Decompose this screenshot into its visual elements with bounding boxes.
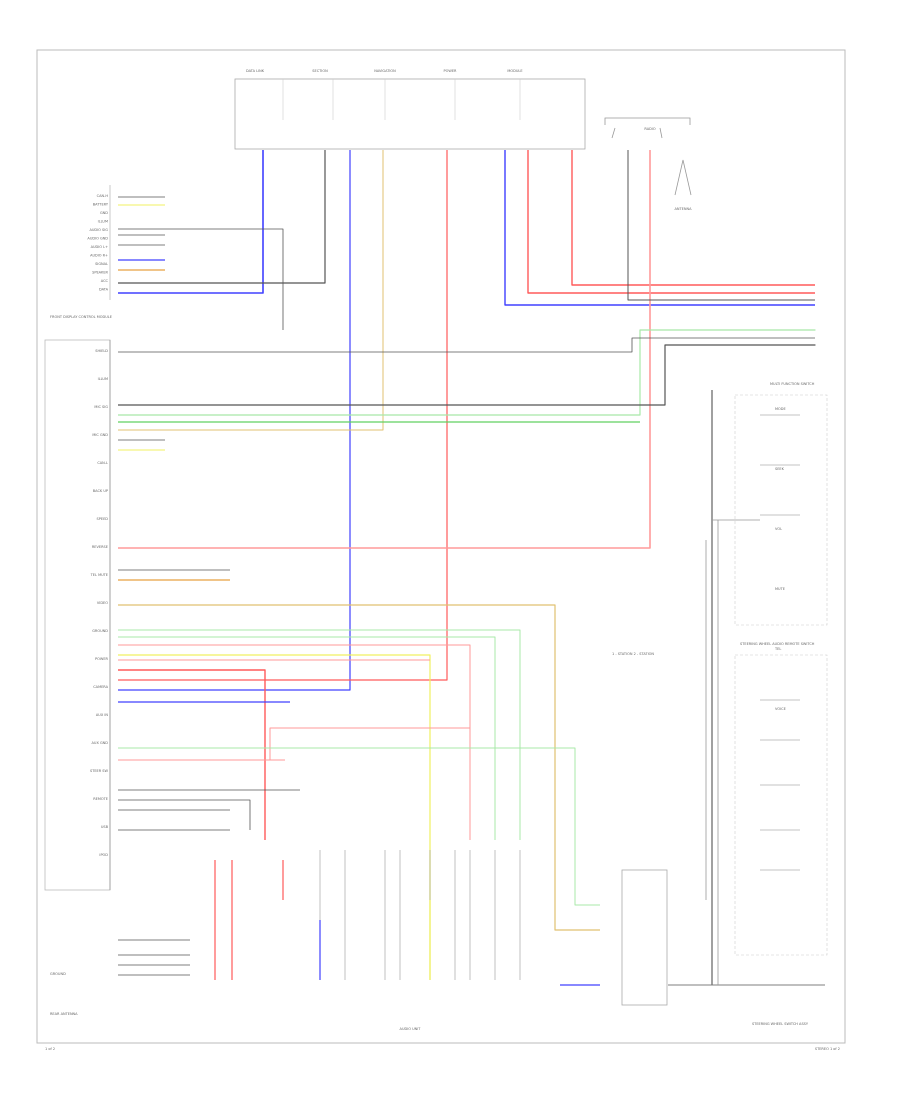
wire-gray-low2 xyxy=(118,799,251,830)
left-row2-12: CAMERA xyxy=(93,685,108,689)
wire-gray-top xyxy=(118,150,326,284)
diagram-frame xyxy=(36,49,846,1044)
left-row2-0: SHIELD xyxy=(95,349,108,353)
wire-gray-right2 xyxy=(118,344,816,406)
wire-green-low3 xyxy=(118,747,600,906)
wire-blue-top2 xyxy=(118,150,351,691)
left-row2-9: VIDEO xyxy=(97,601,108,605)
bottom-right-label: STEERING WHEEL SWITCH ASSY xyxy=(752,1022,809,1026)
right-switch-4: TEL xyxy=(774,647,781,651)
wire-red-low2 xyxy=(118,669,266,840)
left-row-3: ILLUM xyxy=(98,220,108,224)
left-row2-14: AUX GND xyxy=(92,741,109,745)
left-row2-18: IPOD xyxy=(99,853,108,857)
wire-green-low2 xyxy=(118,636,496,840)
antenna-label: ANTENNA xyxy=(675,207,693,211)
left-row-0: CAN-H xyxy=(97,194,109,198)
left-row2-1: ILLUM xyxy=(98,377,108,381)
left-row-1: BATTERY xyxy=(93,203,109,207)
left-row-8: SIGNAL xyxy=(95,262,108,266)
left-row2-3: MIC GND xyxy=(92,433,108,437)
bottom-left-label: REAR ANTENNA xyxy=(50,1012,78,1016)
top-module-label-2: NAVIGATION xyxy=(374,69,396,73)
bottom-connector xyxy=(621,869,668,1006)
left-block-title: FRONT DISPLAY CONTROL MODULE xyxy=(50,315,112,319)
top-module-label-0: DATA LINK xyxy=(246,69,265,73)
wire-red-right2 xyxy=(571,150,815,286)
top-module-label-1: SECTION xyxy=(312,69,328,73)
left-row2-4: CAN-L xyxy=(97,461,108,465)
wire-red-low xyxy=(118,644,471,840)
page-right: STEREO 1 of 2 xyxy=(815,1047,840,1051)
wires xyxy=(118,150,825,986)
left-row2-16: REMOTE xyxy=(93,797,108,801)
wire-red-right1 xyxy=(527,150,815,294)
left-row-5: AUDIO GND xyxy=(87,237,108,241)
right-switch-0: MODE xyxy=(775,407,786,411)
wire-tan-mid xyxy=(118,604,600,931)
camera-note: 1 - STATION 2 - STATION xyxy=(612,652,654,656)
right-block-title2: MULTI FUNCTION SWITCH xyxy=(770,382,815,386)
left-row-11: DATA xyxy=(99,288,109,292)
right-switch-1: SEEK xyxy=(775,467,785,471)
top-module-label-3: POWER xyxy=(444,69,458,73)
wire-gray-right3 xyxy=(118,337,815,353)
left-row-9: SPEAKER xyxy=(92,271,108,275)
left-row-6: AUDIO L+ xyxy=(91,245,109,249)
top-module-label-4: MODULE xyxy=(507,69,522,73)
wire-blue-top xyxy=(118,150,264,294)
wire-tan-top xyxy=(118,150,384,431)
wire-gray-ant xyxy=(627,150,815,301)
left-row-10: ACC xyxy=(101,279,109,283)
antenna-connector xyxy=(604,117,692,196)
wire-green-low xyxy=(118,629,521,840)
right-switch-block-2 xyxy=(734,654,828,956)
left-row2-8: TEL MUTE xyxy=(90,573,108,577)
left-row2-5: BACK UP xyxy=(93,489,108,493)
right-switch-2: VOL xyxy=(775,527,782,531)
wire-red-top xyxy=(118,150,448,681)
wire-red-right3 xyxy=(118,150,651,549)
left-row-2: GND xyxy=(100,211,108,215)
wire-yellow-low xyxy=(118,654,431,980)
left-row2-7: REVERSE xyxy=(92,545,108,549)
right-switch-block xyxy=(734,394,828,626)
labels: DATA LINK SECTION NAVIGATION POWER MODULE ANT… xyxy=(45,69,840,1051)
right-block-title: STEERING WHEEL AUDIO REMOTE SWITCH xyxy=(740,642,815,646)
wire-gray-l6 xyxy=(118,228,284,330)
left-row2-15: STEER SW xyxy=(90,769,109,773)
radio-label: RADIO xyxy=(644,127,655,131)
ground-label: GROUND xyxy=(50,972,66,976)
left-row-4: AUDIO SIG xyxy=(89,228,108,232)
left-row2-11: POWER xyxy=(95,657,109,661)
left-row2-13: AUX IN xyxy=(96,713,108,717)
page-left: 1 of 2 xyxy=(45,1047,55,1051)
wire-green-right xyxy=(118,329,816,416)
right-switch-5: VOICE xyxy=(775,707,786,711)
left-row-7: AUDIO R+ xyxy=(90,254,108,258)
left-module-box xyxy=(44,339,111,891)
left-row2-6: SPEED xyxy=(97,517,109,521)
left-row2-17: USB xyxy=(101,825,109,829)
bottom-center-label: AUDIO UNIT xyxy=(400,1027,422,1031)
left-row2-2: MIC SIG xyxy=(94,405,108,409)
wire-red-low4 xyxy=(269,727,471,840)
left-row2-10: GROUND xyxy=(92,629,108,633)
right-switch-3: MUTE xyxy=(775,587,785,591)
top-module xyxy=(234,78,586,150)
wire-blue-right xyxy=(504,150,815,306)
